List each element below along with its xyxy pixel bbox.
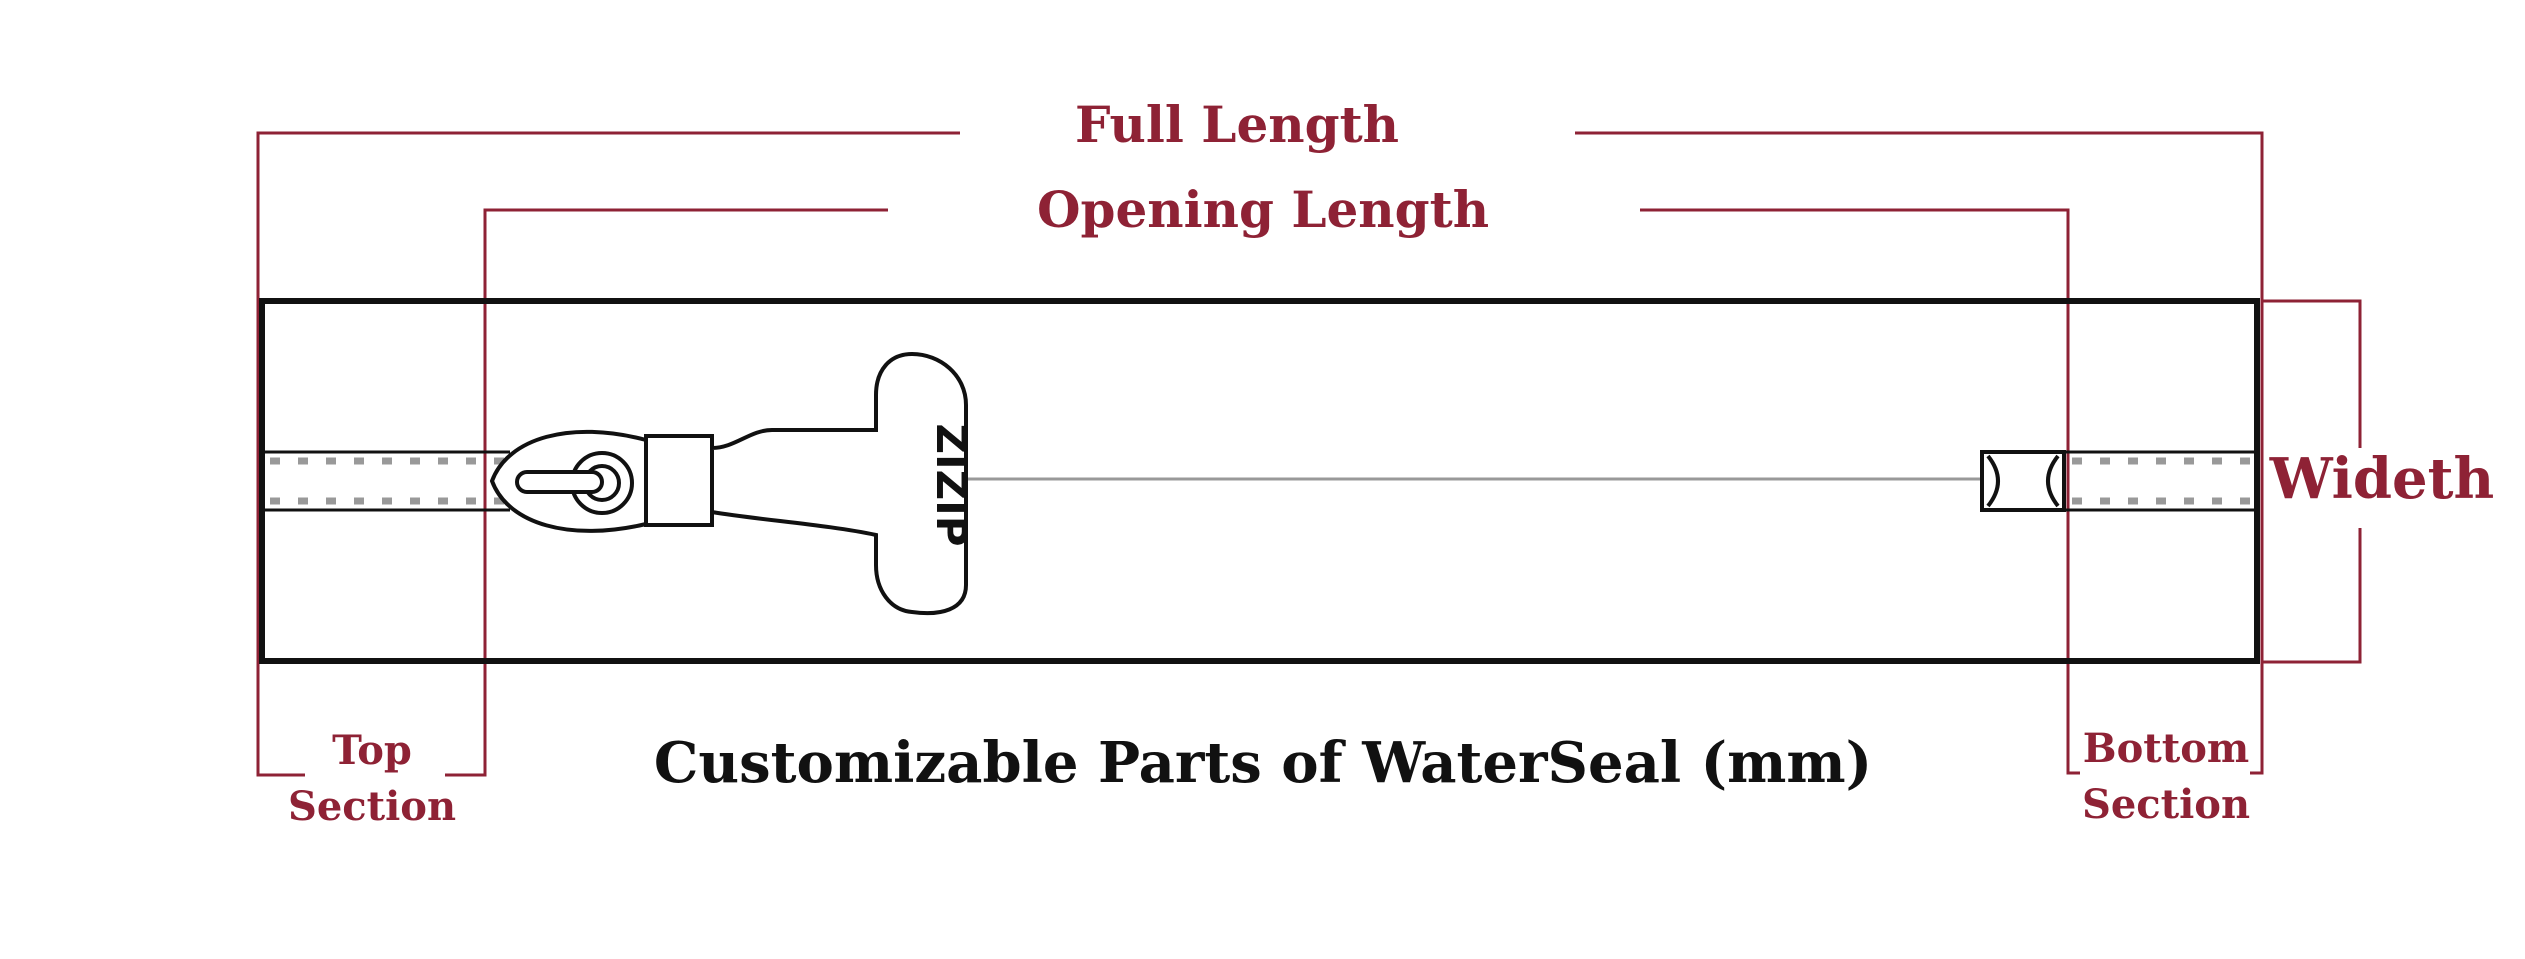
end-stop-box <box>1980 450 2066 512</box>
width-lower-line <box>2262 528 2362 664</box>
slider-pull-tab <box>710 351 968 616</box>
top-section-left-tick <box>256 745 305 777</box>
waterseal-outline <box>259 298 2260 664</box>
full-length-bracket <box>256 131 2264 750</box>
top-section-bracket <box>256 745 487 777</box>
full-length-label: Full Length <box>1075 95 1399 154</box>
width-bracket <box>2262 299 2362 664</box>
top-section-right-tick <box>445 772 487 777</box>
slider-tongue <box>515 470 604 494</box>
top-section-label-line1: Top <box>332 727 412 774</box>
bottom-section-label-line2: Section <box>2082 781 2250 828</box>
full-length-right-line <box>1575 131 2264 750</box>
zipper-bottom-teeth <box>2064 450 2257 512</box>
full-length-left-line <box>256 131 960 745</box>
opening-length-left-line <box>483 208 888 772</box>
bottom-section-bracket <box>2066 750 2264 775</box>
zipper-top-teeth <box>262 450 510 512</box>
width-label: Wideth <box>2269 446 2495 512</box>
zipper-end-stop-icon <box>1980 450 2066 512</box>
bottom-section-right-tick <box>2250 750 2264 775</box>
bottom-section-label-line1: Bottom <box>2083 725 2249 772</box>
opening-length-right-line <box>1640 208 2070 768</box>
slider-neck <box>644 434 714 527</box>
opening-length-label: Opening Length <box>1037 180 1489 239</box>
end-stop-left-arc <box>1986 454 2000 508</box>
zipper-slider-icon <box>489 351 968 616</box>
width-upper-line <box>2262 299 2362 448</box>
top-section-label-line2: Section <box>288 783 456 830</box>
bottom-section-left-tick <box>2066 768 2080 775</box>
diagram-title: Customizable Parts of WaterSeal (mm) <box>654 730 1872 796</box>
opening-length-bracket <box>483 208 2070 772</box>
end-stop-right-arc <box>2046 454 2060 508</box>
zizip-brand-label: ZIZIP <box>927 424 976 547</box>
